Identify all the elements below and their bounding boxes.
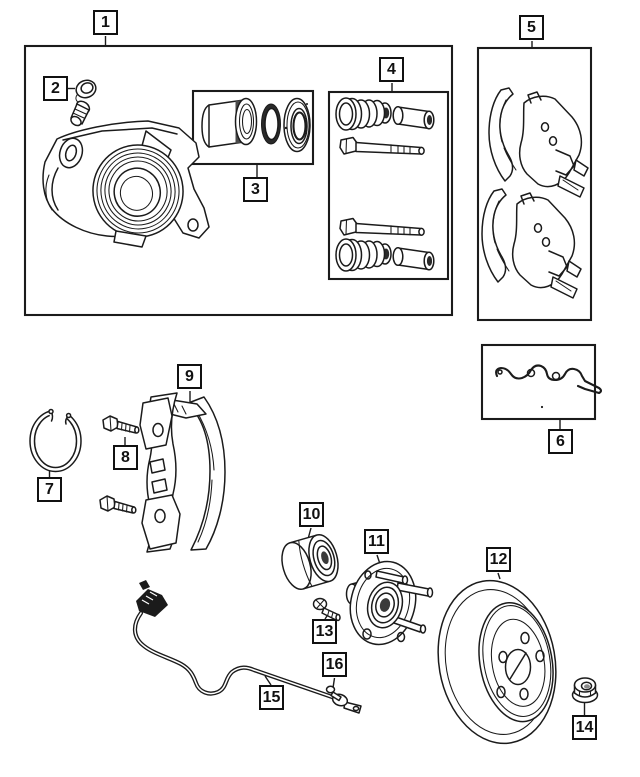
guide-pin-sleeve xyxy=(392,246,435,271)
hub-nut xyxy=(571,677,599,704)
guide-pin-boot xyxy=(335,238,392,272)
group-box-3 xyxy=(191,89,315,166)
leader-15 xyxy=(264,675,272,686)
abs-sensor xyxy=(132,580,362,714)
callout-10[interactable]: 10 xyxy=(299,502,324,527)
callout-8[interactable]: 8 xyxy=(113,445,138,470)
callout-1[interactable]: 1 xyxy=(93,10,118,35)
callout-3[interactable]: 3 xyxy=(243,177,268,202)
guide-pin-bolt xyxy=(339,136,425,155)
brake-pad-set xyxy=(481,188,582,299)
wheel-bearing xyxy=(281,534,339,590)
callout-13[interactable]: 13 xyxy=(312,619,337,644)
brake-rotor xyxy=(437,579,557,745)
caliper-bracket xyxy=(139,392,226,553)
hub-assembly xyxy=(345,560,434,646)
callout-2[interactable]: 2 xyxy=(43,76,68,101)
snap-ring xyxy=(29,394,82,473)
guide-pin-bolt xyxy=(339,217,425,236)
mounting-bolt xyxy=(102,415,140,434)
callout-9[interactable]: 9 xyxy=(177,364,202,389)
callout-5[interactable]: 5 xyxy=(519,15,544,40)
brake-pad-set xyxy=(488,87,589,198)
piston-seal-ring xyxy=(261,103,281,145)
brake-caliper xyxy=(42,120,210,248)
leader-12 xyxy=(497,572,501,580)
group-box-6 xyxy=(480,343,597,421)
callout-6[interactable]: 6 xyxy=(548,429,573,454)
group-box-1 xyxy=(23,44,454,317)
guide-pin-boot xyxy=(335,97,392,131)
callout-14[interactable]: 14 xyxy=(572,715,597,740)
guide-pin-sleeve xyxy=(392,105,435,130)
leader-lines xyxy=(48,36,586,716)
group-box-4 xyxy=(327,90,450,281)
callout-15[interactable]: 15 xyxy=(259,685,284,710)
caliper-piston xyxy=(201,97,258,148)
callout-16[interactable]: 16 xyxy=(322,652,347,677)
callout-12[interactable]: 12 xyxy=(486,547,511,572)
bleeder-screw xyxy=(70,100,91,127)
callout-4[interactable]: 4 xyxy=(379,57,404,82)
pad-spring-clip xyxy=(495,364,603,409)
callout-7[interactable]: 7 xyxy=(37,477,62,502)
callout-11[interactable]: 11 xyxy=(364,529,389,554)
bleeder-screw-cap xyxy=(75,79,97,104)
sensor-screw xyxy=(325,685,342,702)
piston-dust-boot xyxy=(283,97,311,153)
mounting-bolt xyxy=(99,495,137,514)
group-box-5 xyxy=(476,46,593,322)
